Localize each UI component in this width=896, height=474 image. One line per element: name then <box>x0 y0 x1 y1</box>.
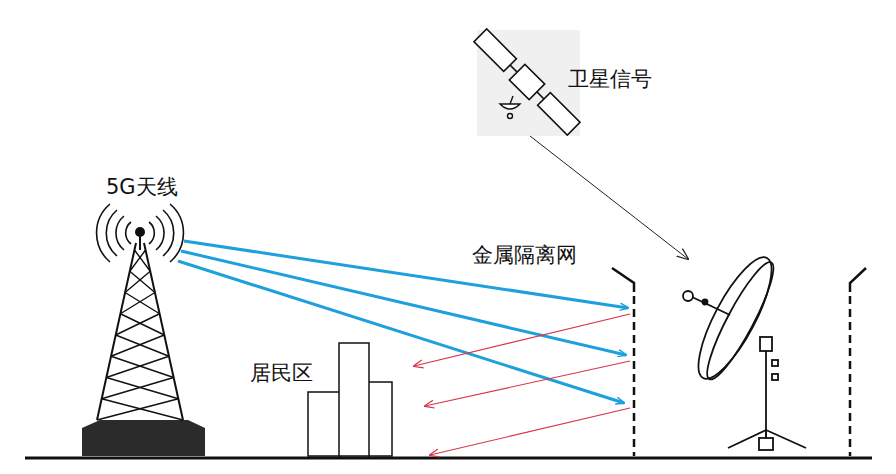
signal-waves <box>97 204 184 262</box>
tower-base <box>82 420 205 456</box>
reflected-arrows <box>414 314 630 455</box>
satellite-signal-arrow <box>530 136 688 259</box>
receiving-dish <box>683 249 806 450</box>
text-label: 金属隔离网 <box>470 244 579 267</box>
ground-line <box>25 457 872 460</box>
satellite <box>473 28 582 137</box>
antenna-head <box>135 227 145 237</box>
satellite-dish <box>500 96 520 119</box>
5g-signal-arrows <box>178 241 628 403</box>
text-label: 居民区 <box>248 362 315 385</box>
antenna-tower <box>97 232 183 420</box>
residential-buildings <box>308 343 392 456</box>
text-label: 卫星信号 <box>566 68 654 91</box>
text-label: 5G天线 <box>104 176 180 199</box>
